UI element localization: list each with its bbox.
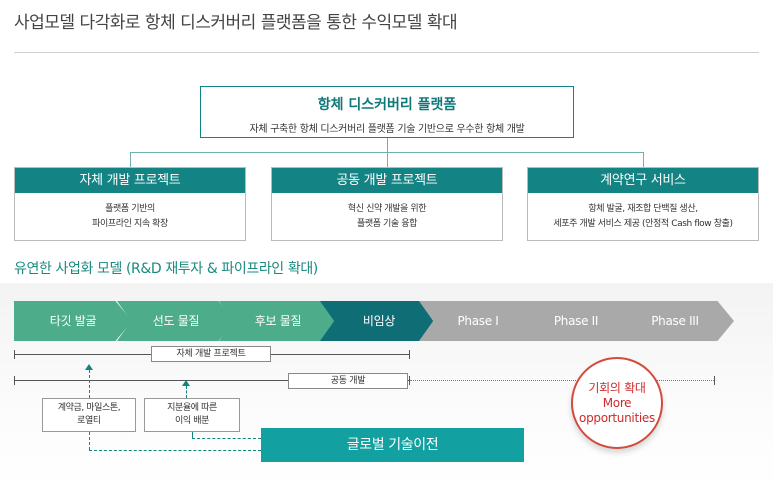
project-box-in-house: 자체 개발 프로젝트 플랫폼 기반의 파이프라인 지속 확장 <box>14 167 246 241</box>
co-dev-line <box>14 380 410 381</box>
co-dev-extension <box>410 380 714 381</box>
project-desc-line: 파이프라인 지속 확장 <box>92 219 168 229</box>
opportunity-circle: 기회의 확대 More opportunities <box>571 357 663 449</box>
stage-phase-2: Phase II <box>517 301 635 341</box>
project-title: 계약연구 서비스 <box>528 168 758 193</box>
upfront-connector-horizontal <box>89 450 261 451</box>
project-desc-line: 혁신 신약 개발을 위한 <box>347 204 427 214</box>
global-tech-transfer: 글로벌 기술이전 <box>261 428 524 462</box>
opportunity-line: More <box>602 395 632 410</box>
in-house-label: 자체 개발 프로젝트 <box>151 346 271 362</box>
project-description: 항체 발굴, 재조합 단백질 생산, 세포주 개발 서비스 제공 (안정적 Ca… <box>528 202 758 232</box>
project-desc-line: 세포주 개발 서비스 제공 (안정적 Cash flow 창출) <box>553 219 733 229</box>
in-house-end-tick <box>409 350 410 359</box>
upfront-connector-vertical <box>89 432 90 450</box>
profit-arrow-head <box>182 380 190 386</box>
stage-candidate: 후보 물질 <box>219 301 337 341</box>
upfront-line: 로열티 <box>77 416 101 426</box>
opportunity-title: 기회의 확대 <box>588 380 646 395</box>
project-desc-line: 항체 발굴, 재조합 단백질 생산, <box>588 204 698 214</box>
upfront-arrow-head <box>85 364 93 370</box>
upfront-revenue-box: 계약금, 마일스톤, 로열티 <box>42 398 136 432</box>
stage-lead: 선도 물질 <box>117 301 235 341</box>
connector-center-drop <box>387 152 388 167</box>
opportunity-line: opportunities <box>579 410 655 425</box>
project-desc-line: 플랫폼 기반의 <box>105 204 155 214</box>
upfront-arrow-shaft <box>89 370 90 398</box>
section-title: 유연한 사업화 모델 (R&D 재투자 & 파이프라인 확대) <box>14 261 318 277</box>
title-divider <box>14 52 759 53</box>
co-dev-label: 공동 개발 <box>288 373 408 389</box>
profit-share-box: 지분율에 따른 이익 배분 <box>144 398 240 432</box>
profit-arrow-shaft <box>186 386 187 398</box>
profit-line: 이익 배분 <box>175 416 209 426</box>
connector-left-drop <box>130 152 131 167</box>
connector-vertical <box>387 138 388 152</box>
platform-title: 항체 디스커버리 플랫폼 <box>317 97 457 113</box>
page-title: 사업모델 다각화로 항체 디스커버리 플랫폼을 통한 수익모델 확대 <box>14 13 458 33</box>
stage-nonclinical: 비임상 <box>320 301 438 341</box>
profit-line: 지분율에 따른 <box>167 403 217 413</box>
connector-right-drop <box>643 152 644 167</box>
stage-target-discovery: 타깃 발굴 <box>14 301 132 341</box>
project-box-co-dev: 공동 개발 프로젝트 혁신 신약 개발을 위한 플랫폼 기술 융합 <box>271 167 503 241</box>
project-title: 공동 개발 프로젝트 <box>272 168 502 193</box>
project-box-contract-research: 계약연구 서비스 항체 발굴, 재조합 단백질 생산, 세포주 개발 서비스 제… <box>527 167 759 241</box>
platform-description: 자체 구축한 항체 디스커버리 플랫폼 기술 기반으로 우수한 항체 개발 <box>249 124 525 135</box>
profit-connector-horizontal <box>192 438 261 439</box>
profit-connector-vertical <box>192 432 193 438</box>
project-description: 플랫폼 기반의 파이프라인 지속 확장 <box>15 202 245 232</box>
stage-phase-3: Phase III <box>616 301 734 341</box>
co-dev-end-tick <box>714 376 715 385</box>
upfront-line: 계약금, 마일스톤, <box>57 403 121 413</box>
stage-phase-1: Phase I <box>419 301 537 341</box>
connector-horizontal <box>130 152 643 153</box>
project-title: 자체 개발 프로젝트 <box>15 168 245 193</box>
platform-box: 항체 디스커버리 플랫폼 자체 구축한 항체 디스커버리 플랫폼 기술 기반으로… <box>200 86 574 138</box>
co-dev-mid-tick <box>409 376 410 385</box>
project-description: 혁신 신약 개발을 위한 플랫폼 기술 융합 <box>272 202 502 232</box>
project-desc-line: 플랫폼 기술 융합 <box>356 219 418 229</box>
